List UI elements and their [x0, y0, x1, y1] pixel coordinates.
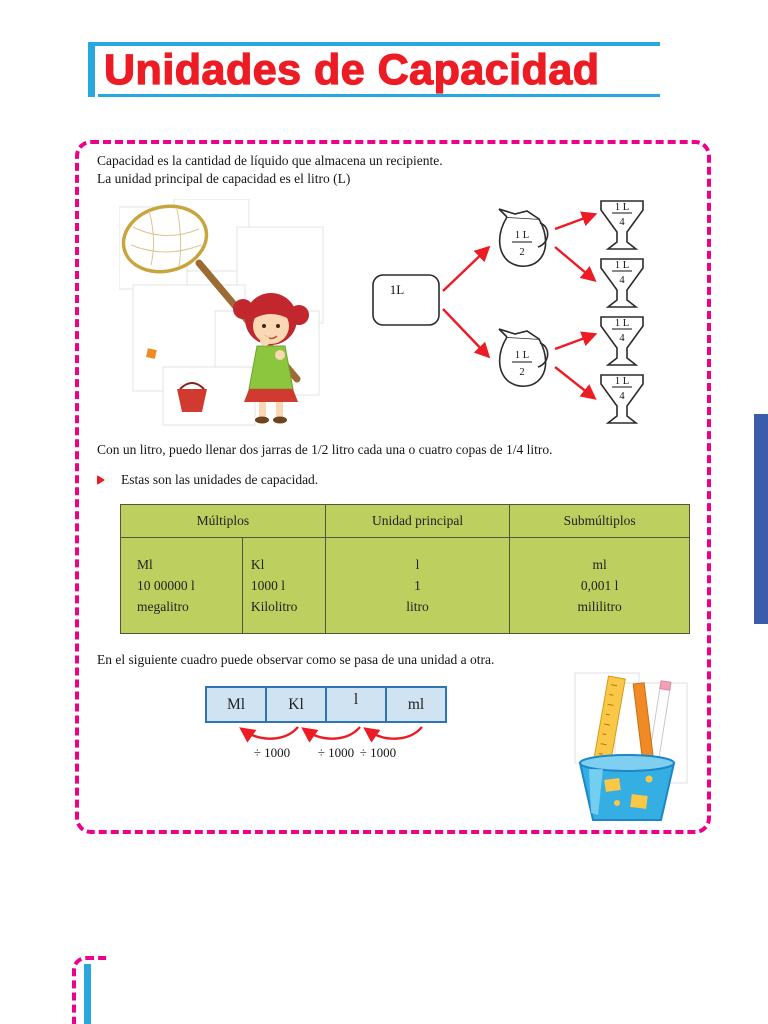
conversion-cell-Kl: Kl [265, 686, 327, 723]
scrollbar-thumb[interactable] [754, 414, 768, 624]
cup-fraction-denominator: 4 [619, 217, 625, 228]
jug-fraction-numerator: 1 L [515, 350, 529, 361]
next-page-accent-bar [84, 964, 91, 1024]
title-accent-bar [88, 46, 95, 98]
conversion-cell-ml: ml [385, 686, 447, 723]
divide-arrow-1 [239, 726, 299, 743]
title-underline [98, 94, 660, 98]
svg-text:4: 4 [619, 275, 625, 286]
arrow-to-cup-4 [554, 366, 597, 400]
jug-fraction-denominator: 2 [519, 367, 524, 378]
quarter-liter-cup: 1 L 4 [600, 200, 644, 250]
pencil-cup-illustration [574, 672, 688, 821]
girl-figure [233, 293, 309, 424]
conversion-cell-l: l [325, 686, 387, 723]
title-block: Unidades de Capacidad [88, 42, 660, 98]
capacity-diagram: 1L 1 L 2 1 L 2 1 L 4 [372, 200, 644, 424]
units-header-submultiplos: Submúltiplos [509, 504, 690, 538]
svg-text:4: 4 [619, 333, 625, 344]
half-liter-jug: 1 L 2 [498, 328, 549, 388]
blue-cup [578, 754, 676, 821]
intro-paragraph: Capacidad es la cantidad de líquido que … [97, 152, 672, 187]
one-liter-box [372, 274, 440, 326]
content-border-box: Capacidad es la cantidad de líquido que … [75, 140, 711, 834]
svg-text:1 L: 1 L [615, 260, 629, 271]
arrow-to-cup-2 [554, 246, 597, 283]
conversion-table: Ml Kl l ml [205, 686, 447, 723]
jug-fraction-denominator: 2 [519, 247, 524, 258]
units-cell-litro: l 1 litro [324, 537, 511, 634]
divide-arrow-2 [301, 726, 361, 743]
divide-arrow-3 [363, 726, 423, 743]
units-cell-mililitro: ml 0,001 l mililitro [509, 537, 690, 634]
page-title: Unidades de Capacidad [103, 45, 600, 94]
units-cell-kilolitro: Kl 1000 l Kilolitro [241, 537, 326, 634]
intro-line-1: Capacidad es la cantidad de líquido que … [97, 153, 443, 168]
quarter-liter-cup: 1 L 4 [600, 316, 644, 366]
divide-label-3: ÷ 1000 [360, 745, 396, 760]
arrow-to-jug-2 [442, 308, 491, 359]
white-pencil [648, 680, 672, 762]
units-header-multiplos: Múltiplos [120, 504, 326, 538]
intro-line-2: La unidad principal de capacidad es el l… [97, 170, 351, 186]
one-liter-label: 1L [390, 282, 405, 297]
arrow-to-cup-1 [554, 211, 598, 231]
svg-text:1 L: 1 L [615, 318, 629, 329]
quarter-liter-cup: 1 L 4 [600, 374, 644, 424]
conversion-cell-Ml: Ml [205, 686, 267, 723]
arrow-to-jug-1 [442, 245, 491, 292]
cup-fraction-numerator: 1 L [615, 202, 629, 213]
svg-text:1 L: 1 L [615, 376, 629, 387]
conversion-arrows: ÷ 1000 ÷ 1000 ÷ 1000 [239, 726, 423, 760]
bullet-text: Estas son las unidades de capacidad. [121, 472, 319, 487]
units-header-principal: Unidad principal [324, 504, 511, 538]
divide-label-1: ÷ 1000 [254, 745, 290, 760]
jug-fraction-numerator: 1 L [515, 230, 529, 241]
liter-sentence: Con un litro, puedo llenar dos jarras de… [97, 442, 553, 457]
bullet-icon [97, 474, 105, 485]
units-cell-megalitro: Ml 10 00000 l megalitro [120, 537, 243, 634]
red-pail [177, 382, 207, 412]
conversion-sentence: En el siguiente cuadro puede observar co… [97, 652, 495, 667]
divide-label-2: ÷ 1000 [318, 745, 354, 760]
svg-text:4: 4 [619, 391, 625, 402]
child-with-net-illustration [119, 199, 324, 426]
next-page-border-fragment [72, 956, 108, 1024]
bullet-line: Estas son las unidades de capacidad. [97, 471, 657, 489]
arrow-to-cup-3 [554, 331, 598, 351]
half-liter-jug: 1 L 2 [498, 208, 549, 268]
units-table: Múltiplos Unidad principal Submúltiplos … [120, 504, 690, 634]
quarter-liter-cup: 1 L 4 [600, 258, 644, 308]
